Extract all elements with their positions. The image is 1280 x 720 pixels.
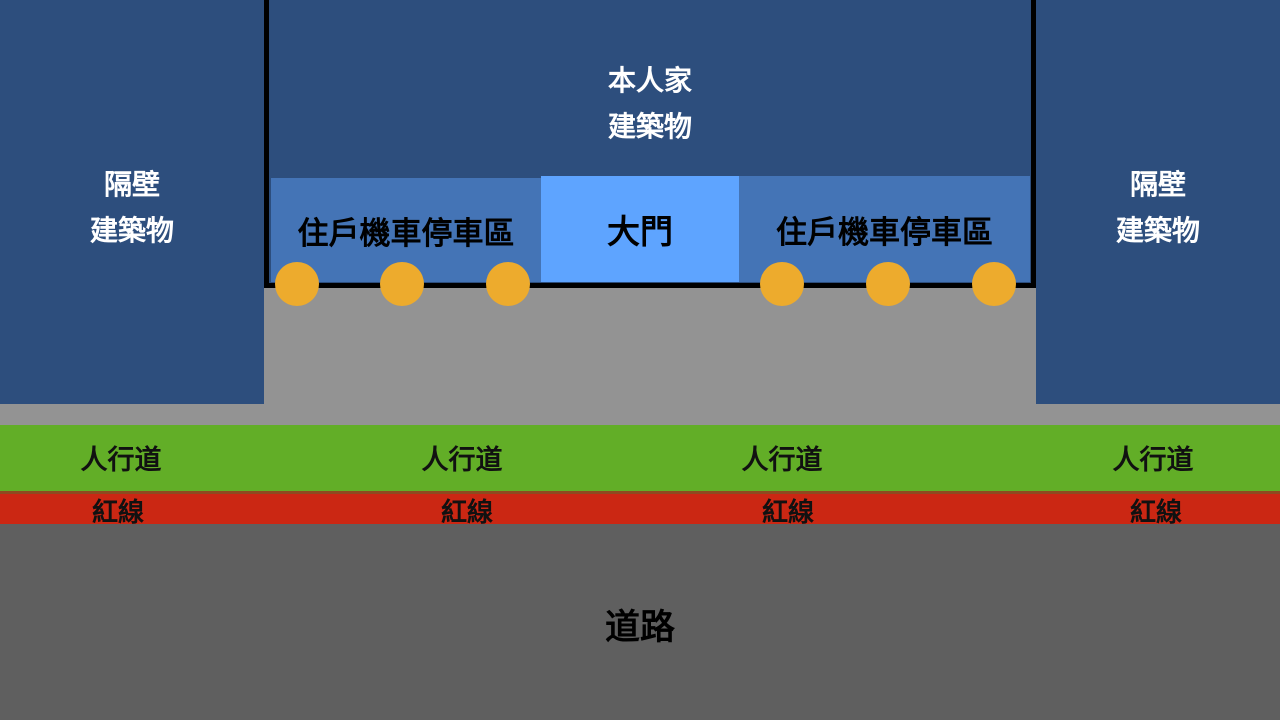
scooter-marker: [275, 262, 319, 306]
sidewalk-label: 人行道: [80, 444, 162, 476]
parking-zone-right-label: 住戶機車停車區: [776, 214, 993, 251]
red-line-label: 紅線: [761, 497, 814, 528]
sidewalk-label: 人行道: [1112, 444, 1194, 476]
red-line-label: 紅線: [1129, 497, 1182, 528]
neighbor-building-left: 隔壁 建築物: [0, 0, 264, 404]
red-line-label: 紅線: [440, 497, 493, 528]
own-building-line2: 建築物: [607, 110, 692, 143]
neighbor-building-left-line2: 建築物: [89, 214, 174, 247]
neighbor-building-right-label: 隔壁 建築物: [1036, 162, 1280, 254]
road-label: 道路: [604, 607, 675, 648]
scooter-marker: [866, 262, 910, 306]
sidewalk: [0, 425, 1280, 491]
own-building-line1: 本人家: [607, 64, 692, 97]
sidewalk-label: 人行道: [421, 444, 503, 476]
scooter-marker: [486, 262, 530, 306]
main-gate-label: 大門: [607, 212, 673, 251]
neighbor-building-right-line2: 建築物: [1115, 214, 1200, 247]
scooter-marker: [760, 262, 804, 306]
red-line-label: 紅線: [91, 497, 144, 528]
red-line-zone: [0, 491, 1280, 524]
parking-zone-left-label: 住戶機車停車區: [297, 215, 515, 252]
scooter-marker: [380, 262, 424, 306]
neighbor-building-left-line1: 隔壁: [103, 168, 160, 201]
own-building-label: 本人家 建築物: [269, 58, 1031, 150]
main-gate: 大門: [541, 176, 739, 282]
scooter-marker: [972, 262, 1016, 306]
neighbor-building-right: 隔壁 建築物: [1036, 0, 1280, 404]
curb-edge: [0, 491, 1280, 494]
neighbor-building-left-label: 隔壁 建築物: [0, 162, 264, 254]
sidewalk-label: 人行道: [741, 444, 823, 476]
neighbor-building-right-line1: 隔壁: [1129, 168, 1186, 201]
